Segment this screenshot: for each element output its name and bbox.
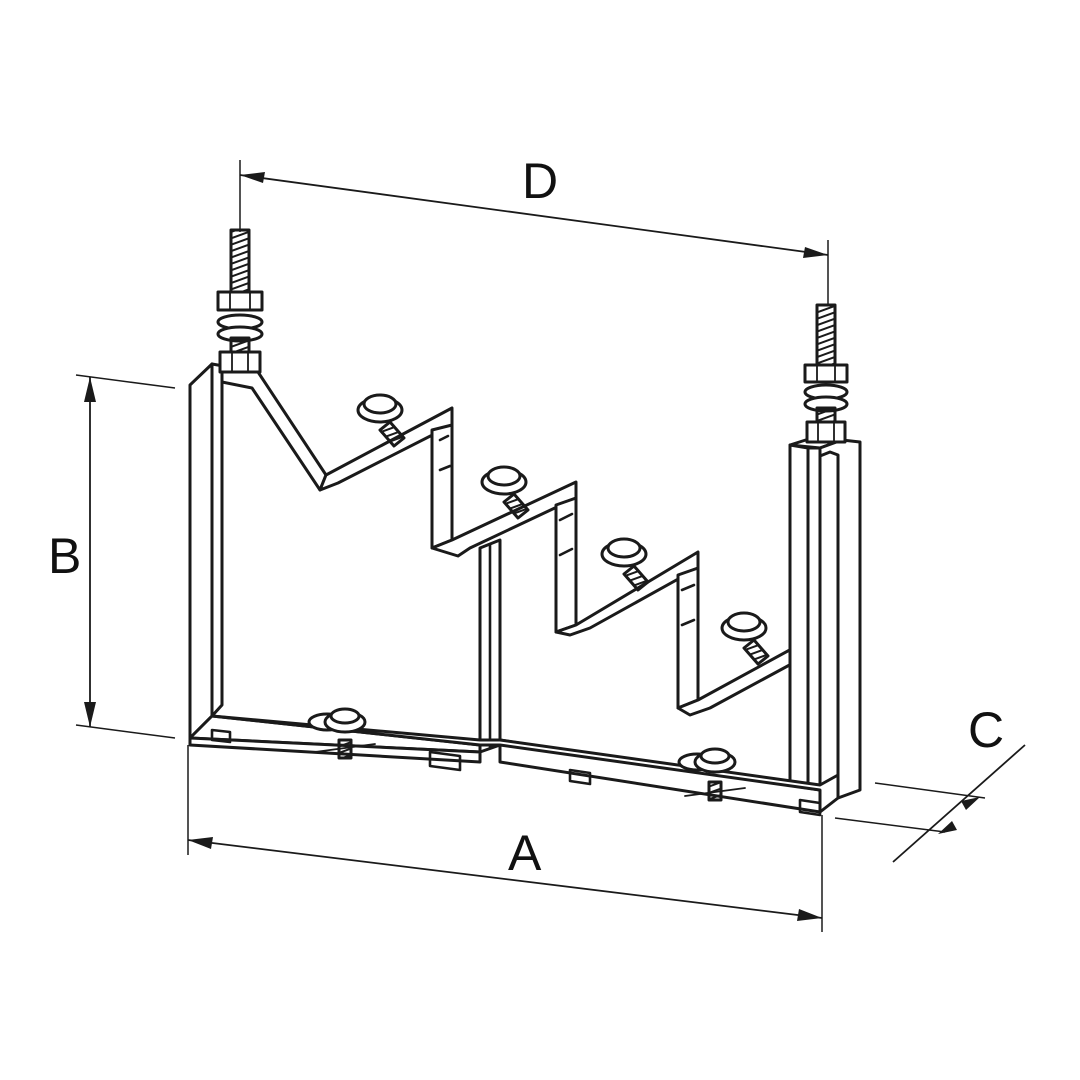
dimension-d: [239, 160, 829, 306]
base-bolt-left: [307, 707, 376, 760]
dimension-b: [75, 374, 176, 739]
dimension-d-label: D: [522, 153, 558, 209]
base-bolt-right: [677, 747, 746, 802]
clamp-bolt-2: [480, 465, 530, 520]
dimension-c: [834, 744, 1026, 863]
bracket-body: [188, 362, 862, 817]
clamp-bolt-3: [600, 537, 650, 592]
clamp-bolt-4: [720, 611, 770, 666]
dimension-a-label: A: [508, 825, 542, 881]
dimension-c-label: C: [968, 702, 1004, 758]
dimension-b-label: B: [48, 528, 81, 584]
right-stud: [803, 303, 849, 444]
clamp-bolt-1: [356, 393, 406, 448]
left-stud: [216, 228, 264, 374]
dimension-a: [187, 745, 823, 932]
